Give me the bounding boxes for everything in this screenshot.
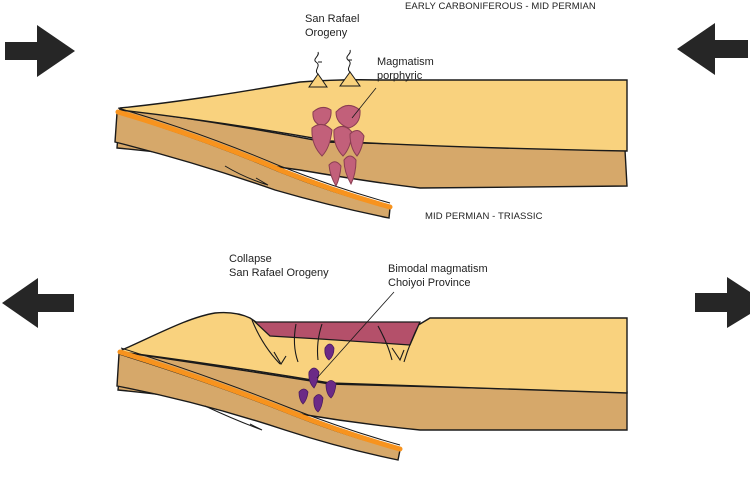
magma-body: [333, 126, 353, 157]
left-arrow-icon: [2, 278, 74, 328]
magma-body: [335, 105, 361, 129]
bimodal-magma-bodies: [298, 343, 337, 413]
top-crust: [119, 79, 628, 152]
magmatism-label-line2: porphyric: [377, 70, 423, 82]
orogeny-label-line2: Orogeny: [305, 27, 348, 39]
bottom-slab-orange-edge: [117, 349, 403, 452]
fault-line: [293, 323, 299, 363]
top-slab-outline: [117, 107, 391, 204]
top-panel: [5, 23, 748, 219]
magma-body: [325, 380, 337, 399]
magma-body: [308, 367, 320, 389]
fault-line: [251, 319, 281, 365]
eruption-plume-left: [314, 51, 322, 75]
magma-body: [324, 343, 335, 361]
magma-body: [343, 155, 357, 186]
collapse-label-line1: Collapse: [229, 253, 272, 265]
fault-line: [403, 321, 421, 363]
top-period-label: EARLY CARBONIFEROUS - MID PERMIAN: [405, 1, 596, 12]
fault-line: [316, 323, 323, 361]
magma-body: [298, 388, 309, 405]
fault-arrow: [391, 347, 405, 362]
left-arrow-icon: [677, 23, 748, 75]
magma-body: [349, 130, 365, 157]
volcano-left: [308, 73, 328, 88]
fault-arrow: [273, 351, 287, 366]
bottom-slab-outline: [120, 347, 401, 446]
bottom-crust: [121, 311, 628, 394]
collapse-label-line2: San Rafael Orogeny: [229, 267, 329, 279]
top-slab-motion-arrow: [224, 165, 269, 186]
eruption-plume-right: [346, 49, 352, 73]
bimodal-label-line2: Choiyoi Province: [388, 277, 471, 289]
orogeny-label-line1: San Rafael: [305, 13, 360, 25]
magmatism-label-line1: Magmatism: [377, 56, 434, 68]
bimodal-leader-line: [316, 291, 395, 379]
porphyric-magma-bodies: [311, 105, 365, 188]
normal-faults: [251, 319, 421, 366]
bottom-panel: [2, 277, 750, 461]
magma-body: [328, 161, 342, 188]
magma-body: [312, 106, 332, 127]
magma-body: [313, 394, 324, 413]
right-arrow-icon: [5, 25, 75, 77]
magma-body: [311, 124, 333, 157]
top-slab-orange-edge: [115, 109, 393, 210]
volcano-right: [339, 71, 361, 87]
magmatism-leader-line: [351, 87, 377, 119]
right-arrow-icon: [695, 277, 750, 328]
fault-line: [377, 325, 393, 361]
bottom-period-label: MID PERMIAN - TRIASSIC: [425, 211, 543, 222]
bottom-slab-motion-arrow: [204, 405, 263, 431]
bimodal-label-line1: Bimodal magmatism: [388, 263, 488, 275]
